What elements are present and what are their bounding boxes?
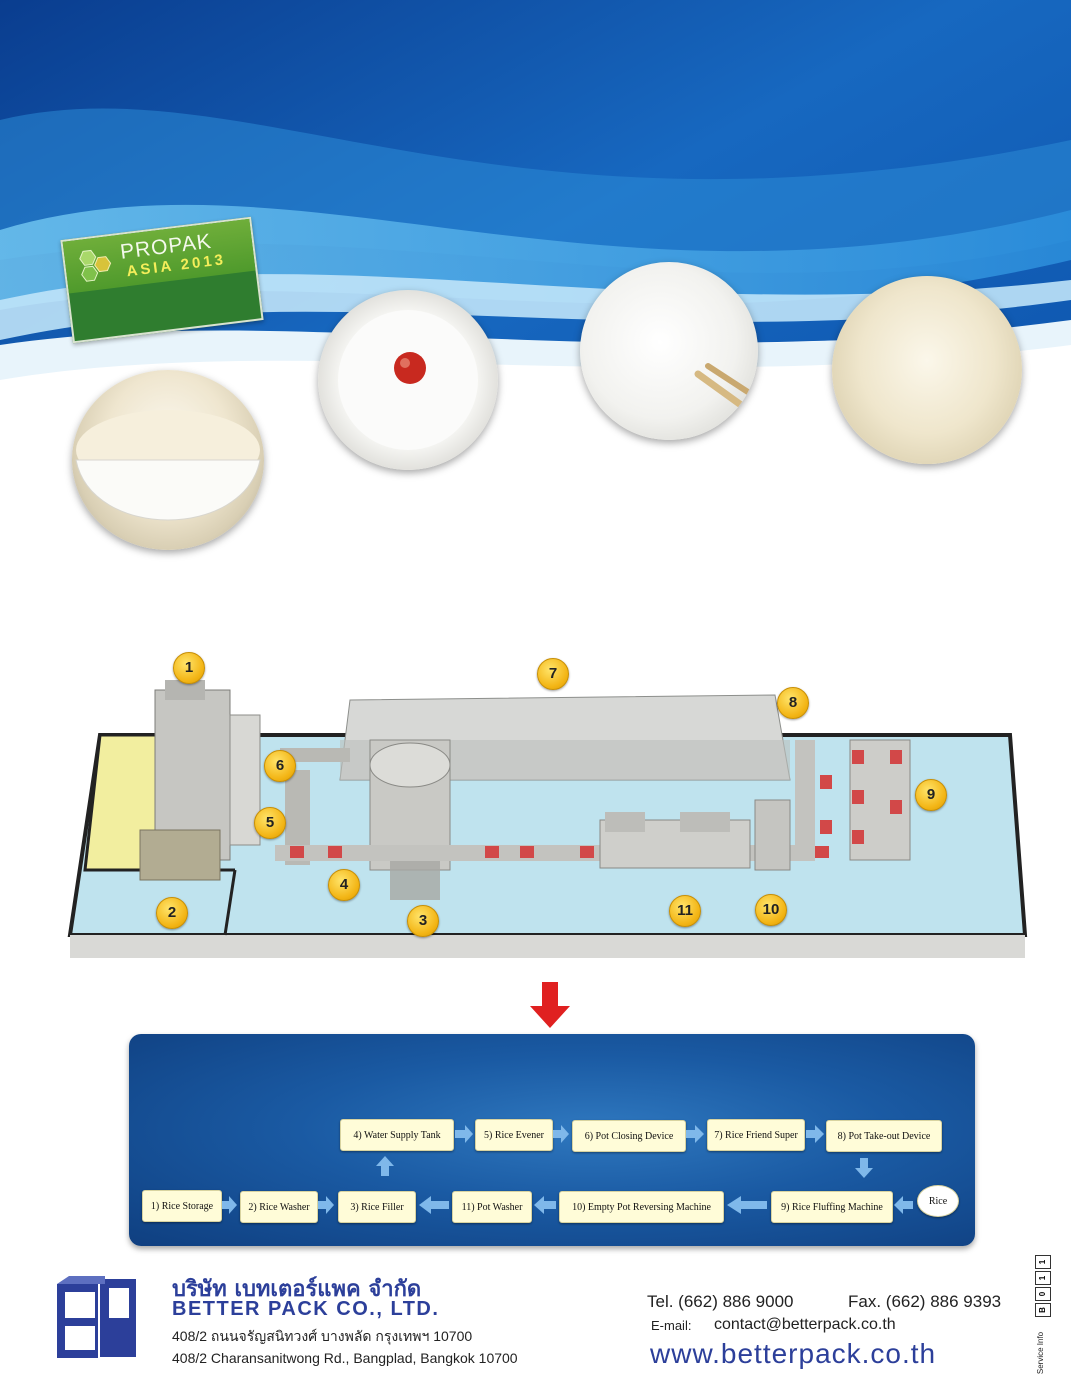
- flow-end-rice: Rice: [917, 1185, 959, 1217]
- company-telephone: Tel. (662) 886 9000: [647, 1292, 794, 1311]
- company-address-english: 408/2 Charansanitwong Rd., Bangplad, Ban…: [172, 1350, 518, 1366]
- better-pack-logo: [57, 1276, 138, 1359]
- station-marker-3: 3: [407, 905, 439, 937]
- rice-bowl-illustration: [75, 410, 261, 521]
- arrow-up-icon: [376, 1156, 394, 1176]
- flow-step-pot-take-out-device: 8) Pot Take-out Device: [826, 1120, 942, 1152]
- down-arrow-icon: [530, 982, 570, 1028]
- company-name-english: BETTER PACK CO., LTD.: [172, 1298, 440, 1320]
- station-marker-5: 5: [254, 807, 286, 839]
- service-info-code: 1 1 0 B: [1035, 1254, 1051, 1317]
- flow-step-pot-closing-device: 6) Pot Closing Device: [572, 1120, 686, 1152]
- service-code-char: 1: [1035, 1255, 1051, 1269]
- rice-with-chopsticks-illustration: [694, 363, 757, 414]
- service-code-char: B: [1035, 1303, 1051, 1317]
- arrow-left-icon: [419, 1196, 449, 1214]
- arrow-right-icon: [222, 1196, 237, 1214]
- flow-step-rice-friend-super: 7) Rice Friend Super: [707, 1119, 805, 1151]
- flow-step-rice-storage: 1) Rice Storage: [142, 1190, 222, 1222]
- flow-step-rice-filler: 3) Rice Filler: [338, 1191, 416, 1223]
- rice-bowl-photo-3: [580, 262, 758, 440]
- arrow-right-icon: [553, 1125, 569, 1143]
- propak-asia-2013-logo: PROPAK ASIA 2013: [60, 216, 264, 344]
- company-address-thai: 408/2 ถนนจรัญสนิทวงศ์ บางพลัด กรุงเทพฯ 1…: [172, 1328, 473, 1344]
- service-code-char: 0: [1035, 1287, 1051, 1301]
- company-fax: Fax. (662) 886 9393: [848, 1292, 1002, 1311]
- arrow-right-icon: [686, 1125, 704, 1143]
- rice-bowl-photo-1: [72, 370, 264, 550]
- station-marker-4: 4: [328, 869, 360, 901]
- rice-bowl-photo-2: [318, 290, 498, 470]
- flow-arrows: [222, 1125, 913, 1214]
- hexagon-cluster-icon: [79, 249, 112, 282]
- company-website-link[interactable]: www.betterpack.co.th: [650, 1338, 937, 1369]
- arrow-right-icon: [318, 1196, 334, 1214]
- production-line-illustration: [67, 680, 1028, 958]
- station-marker-6: 6: [264, 750, 296, 782]
- flow-step-rice-washer: 2) Rice Washer: [240, 1191, 318, 1223]
- station-marker-7: 7: [537, 658, 569, 690]
- flow-step-empty-pot-reversing-machine: 10) Empty Pot Reversing Machine: [559, 1191, 724, 1223]
- email-label: E-mail:: [651, 1318, 692, 1333]
- arrow-left-icon: [727, 1196, 767, 1214]
- service-info-label: Service Info: [1036, 1331, 1045, 1375]
- arrow-down-icon: [855, 1158, 873, 1178]
- flow-step-pot-washer: 11) Pot Washer: [452, 1191, 532, 1223]
- service-code-char: 1: [1035, 1271, 1051, 1285]
- arrow-left-icon: [894, 1196, 913, 1214]
- station-marker-9: 9: [915, 779, 947, 811]
- flow-step-water-supply-tank: 4) Water Supply Tank: [340, 1119, 454, 1151]
- service-info-strip: 1 1 0 B Service Info: [1035, 1254, 1051, 1374]
- flow-step-rice-fluffing-machine: 9) Rice Fluffing Machine: [771, 1191, 893, 1223]
- company-name-thai: บริษัท เบทเตอร์แพค จำกัด: [172, 1277, 422, 1302]
- company-email-link[interactable]: contact@betterpack.co.th: [714, 1316, 896, 1333]
- flow-step-rice-evener: 5) Rice Evener: [475, 1119, 553, 1151]
- arrow-right-icon: [806, 1125, 824, 1143]
- station-marker-2: 2: [156, 897, 188, 929]
- station-marker-8: 8: [777, 687, 809, 719]
- arrow-left-icon: [534, 1196, 556, 1214]
- factory-layout-diagram: 1 2 3 4 5 6 7 8 9 10 11: [60, 640, 1040, 970]
- rice-with-plum-illustration: [338, 310, 478, 450]
- arrow-right-icon: [455, 1125, 473, 1143]
- rice-bowl-photo-4: [832, 276, 1022, 464]
- process-flow-panel: 4) Water Supply Tank 5) Rice Evener 6) P…: [129, 1034, 975, 1246]
- station-marker-10: 10: [755, 894, 787, 926]
- station-marker-1: 1: [173, 652, 205, 684]
- propak-logo-banner: PROPAK ASIA 2013: [62, 218, 256, 294]
- station-marker-11: 11: [669, 895, 701, 927]
